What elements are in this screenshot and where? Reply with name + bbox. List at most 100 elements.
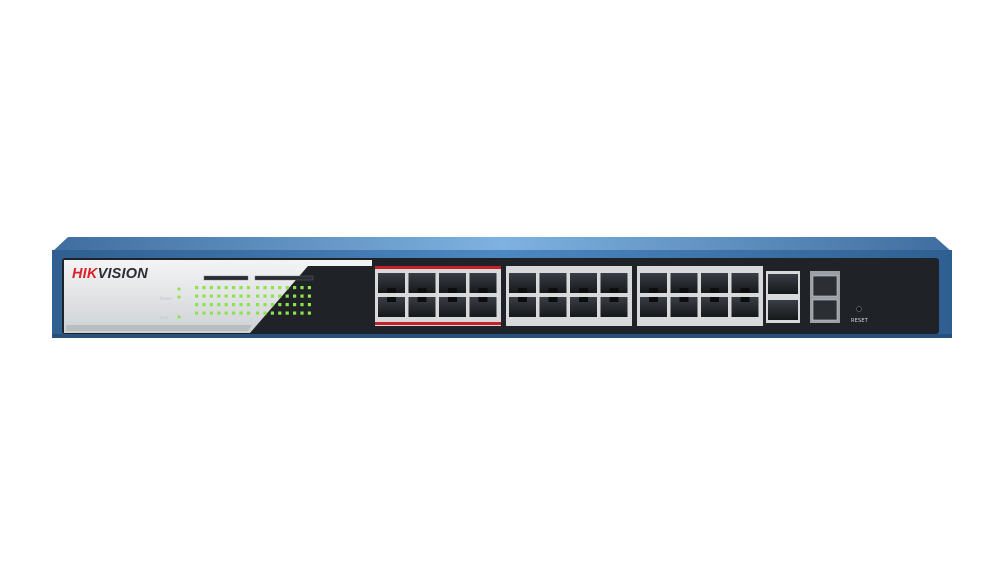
port-led	[278, 303, 282, 307]
port-led	[256, 286, 260, 290]
port-led	[246, 286, 250, 290]
port-led	[232, 286, 236, 290]
port-led	[293, 294, 297, 298]
led-group-label-b	[254, 275, 314, 281]
port-led	[270, 286, 274, 290]
port-led	[285, 294, 289, 298]
port-led	[270, 311, 274, 315]
port-led	[278, 286, 282, 290]
port-led	[239, 311, 243, 315]
rj45-port	[439, 297, 466, 317]
port-led	[217, 294, 221, 298]
rj45-port	[570, 273, 597, 293]
port-led	[300, 286, 304, 290]
reset-hole	[856, 306, 862, 312]
port-led	[217, 303, 221, 307]
rj45-port	[600, 297, 628, 317]
port-led	[307, 286, 311, 290]
port-led	[270, 303, 274, 307]
rj45-port	[640, 273, 667, 293]
port-led-grid	[195, 286, 311, 315]
port-led	[195, 294, 199, 298]
port-led	[209, 303, 213, 307]
sfp-cages	[810, 271, 840, 323]
rj45-port	[408, 273, 436, 293]
rj45-port	[509, 273, 536, 293]
port-led	[263, 294, 267, 298]
port-led	[246, 303, 250, 307]
port-led	[232, 294, 236, 298]
reset-label: RESET	[851, 318, 869, 324]
rj45-port	[378, 297, 405, 317]
port-led	[246, 294, 250, 298]
port-led	[246, 311, 250, 315]
rj45-port	[408, 297, 436, 317]
port-led	[224, 294, 228, 298]
rj45-port	[670, 273, 698, 293]
port-led	[307, 303, 311, 307]
rj45-port	[539, 297, 567, 317]
port-led	[256, 311, 260, 315]
port-led	[293, 303, 297, 307]
port-led	[300, 311, 304, 315]
port-led	[300, 294, 304, 298]
rj45-port	[469, 273, 497, 293]
status-leds	[177, 287, 181, 319]
port-led	[263, 303, 267, 307]
port-led	[285, 311, 289, 315]
rj45-port	[701, 297, 728, 317]
port-led	[239, 294, 243, 298]
port-led	[195, 286, 199, 290]
port-led	[224, 303, 228, 307]
rj45-port	[670, 297, 698, 317]
power-led-label: Power	[160, 296, 173, 301]
port-led	[202, 311, 206, 315]
port-led	[217, 311, 221, 315]
port-led	[285, 286, 289, 290]
port-led	[263, 311, 267, 315]
rj45-port	[600, 273, 628, 293]
port-led	[202, 303, 206, 307]
port-led	[285, 303, 289, 307]
rj45-port	[731, 297, 759, 317]
port-led	[209, 286, 213, 290]
rj45-port	[701, 273, 728, 293]
rj45-port	[570, 297, 597, 317]
port-led	[239, 286, 243, 290]
port-led	[263, 286, 267, 290]
port-led	[256, 303, 260, 307]
port-led	[278, 294, 282, 298]
port-led	[224, 311, 228, 315]
port-led	[217, 286, 221, 290]
port-led	[300, 303, 304, 307]
port-led	[202, 286, 206, 290]
rj45-port	[469, 297, 497, 317]
led-group-label-a	[203, 275, 249, 281]
rj45-port	[439, 273, 466, 293]
rj45-port	[378, 273, 405, 293]
port-led	[239, 303, 243, 307]
port-led	[278, 311, 282, 315]
port-led	[195, 311, 199, 315]
port-led	[209, 311, 213, 315]
link-led-label: Link	[160, 315, 169, 320]
port-led	[307, 311, 311, 315]
port-led	[224, 286, 228, 290]
port-led	[293, 311, 297, 315]
port-led	[195, 303, 199, 307]
rj45-ports	[375, 266, 763, 326]
port-led	[202, 294, 206, 298]
port-led	[293, 286, 297, 290]
port-led	[307, 294, 311, 298]
port-led	[256, 294, 260, 298]
rj45-port	[731, 273, 759, 293]
brand-logo: HIKVISION	[72, 266, 148, 282]
chassis-top	[52, 237, 952, 252]
port-led	[209, 294, 213, 298]
port-led	[232, 303, 236, 307]
uplink-ports	[766, 271, 800, 323]
rj45-port	[640, 297, 667, 317]
rj45-port	[509, 297, 536, 317]
rj45-port	[539, 273, 567, 293]
